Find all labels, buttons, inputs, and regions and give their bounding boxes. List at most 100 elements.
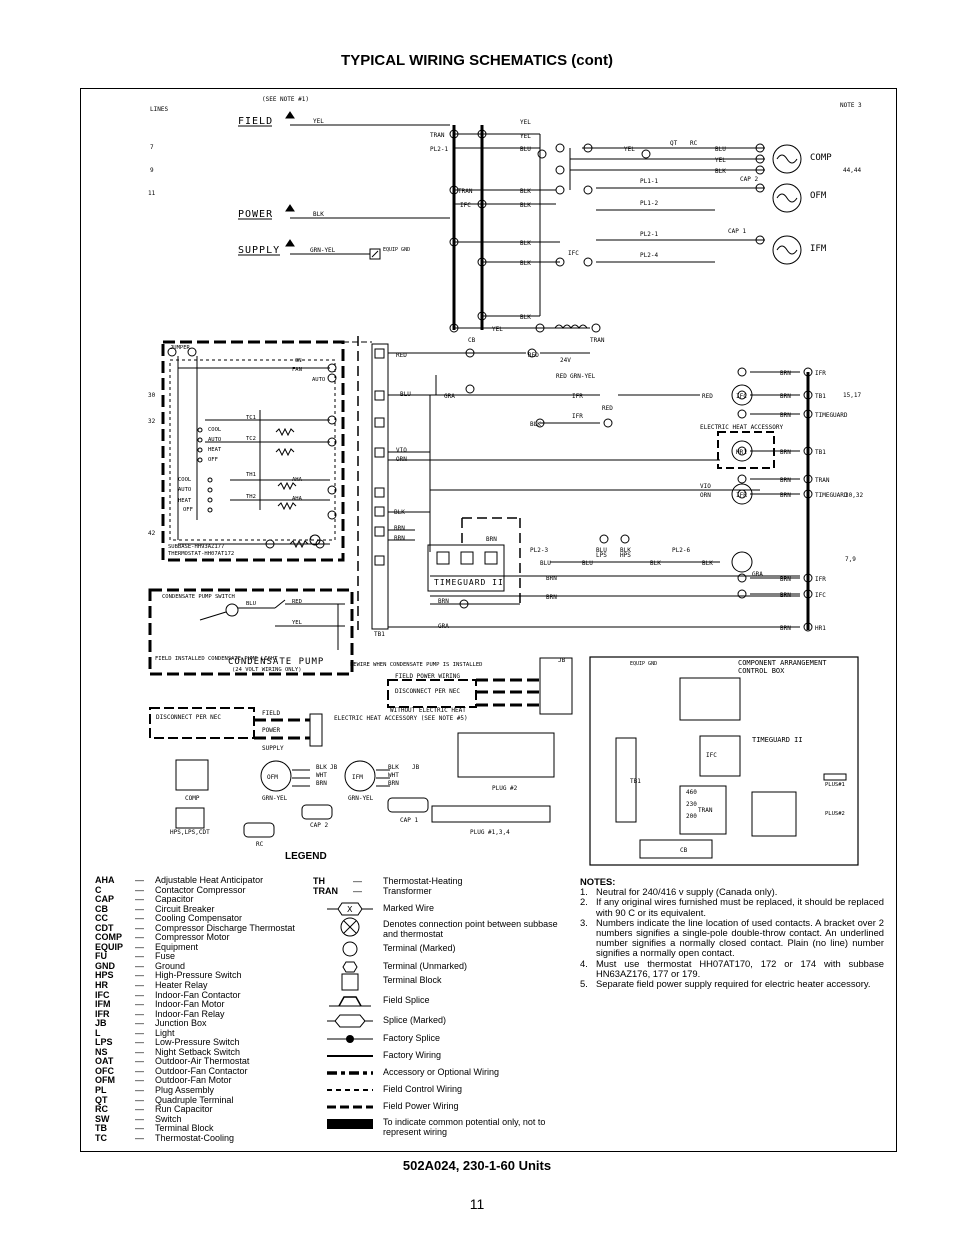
svg-text:L: L	[310, 536, 314, 542]
svg-text:(24 VOLT WIRING ONLY): (24 VOLT WIRING ONLY)	[232, 667, 302, 673]
legend-row: CAP—Capacitor	[95, 894, 194, 905]
legend-row: RC—Run Capacitor	[95, 1104, 213, 1115]
svg-text:BRN: BRN	[394, 525, 405, 532]
svg-text:30,32: 30,32	[845, 492, 863, 499]
svg-text:BRN: BRN	[546, 594, 557, 601]
svg-text:BLK: BLK	[715, 168, 726, 175]
thermostat-internal-wiring	[167, 347, 337, 549]
svg-text:BRN: BRN	[780, 576, 791, 583]
thermostat-inner-box	[169, 359, 336, 541]
svg-text:GRN-YEL: GRN-YEL	[348, 795, 374, 802]
svg-text:BRN: BRN	[394, 535, 405, 542]
legend-row: COMP—Compressor Motor	[95, 932, 230, 943]
component-arrangement-parts	[615, 677, 847, 859]
svg-text:BLK: BLK	[650, 560, 661, 567]
svg-text:BLU: BLU	[540, 560, 551, 567]
svg-text:TRAN: TRAN	[430, 132, 445, 139]
abbreviation-list: AHA—Adjustable Heat Anticipator C—Contac…	[95, 875, 295, 1143]
svg-text:7,9: 7,9	[845, 556, 856, 563]
legend-row: TB—Terminal Block	[95, 1123, 214, 1134]
legend-row: TH—Thermostat-Heating	[313, 876, 463, 886]
legend-row: LPS—Low-Pressure Switch	[95, 1037, 240, 1048]
svg-text:GRN-YEL: GRN-YEL	[570, 373, 596, 380]
condensate-pump-wiring	[199, 599, 345, 650]
top-wiring	[454, 133, 765, 329]
svg-text:JB: JB	[558, 657, 566, 664]
svg-text:BLK: BLK	[520, 188, 531, 195]
ifc-ifr-relays	[731, 384, 753, 573]
svg-text:JUMPER: JUMPER	[170, 345, 191, 351]
accessory-wiring-icon	[327, 1071, 373, 1075]
svg-text:FAN: FAN	[292, 367, 302, 373]
field-label-small: FIELD	[262, 710, 280, 717]
line-number-42: 42	[148, 530, 156, 537]
svg-text:TH1: TH1	[246, 472, 256, 478]
legend-symbol-row: Factory Splice	[325, 1033, 555, 1051]
svg-text:BLK: BLK	[316, 764, 327, 771]
svg-text:BLU: BLU	[400, 391, 411, 398]
hps-lps-box	[175, 807, 205, 829]
svg-text:BLU: BLU	[582, 560, 593, 567]
svg-text:YEL: YEL	[292, 620, 303, 626]
svg-text:CONTROL BOX: CONTROL BOX	[738, 667, 785, 675]
svg-text:ELECTRIC HEAT ACCESSORY: ELECTRIC HEAT ACCESSORY	[700, 424, 783, 431]
svg-text:EQUIP GND: EQUIP GND	[383, 247, 410, 253]
svg-text:RED: RED	[702, 393, 713, 400]
svg-text:PL2-6: PL2-6	[672, 547, 690, 554]
svg-text:TH2: TH2	[246, 494, 256, 500]
terminal-unmarked-icon	[342, 961, 358, 973]
svg-text:BRN: BRN	[316, 780, 327, 787]
legend-row: SW—Switch	[95, 1113, 182, 1124]
component-arrangement-box	[589, 656, 859, 866]
note-item: 4.Must use thermostat HH07AT170, 172 or …	[580, 957, 884, 979]
svg-text:CAP 1: CAP 1	[728, 228, 746, 235]
svg-text:GRN-YEL: GRN-YEL	[310, 247, 336, 254]
svg-text:460: 460	[686, 789, 697, 796]
svg-text:HPS,LPS,CDT: HPS,LPS,CDT	[170, 829, 210, 836]
cap1-capacitor	[387, 797, 429, 813]
field-power-wiring-icon	[327, 1105, 373, 1109]
power-label-small: POWER	[262, 727, 280, 734]
svg-text:X: X	[347, 905, 353, 914]
svg-text:BRN: BRN	[438, 598, 449, 605]
legend-symbol-row: Factory Wiring	[325, 1050, 555, 1068]
svg-text:GRA: GRA	[444, 393, 455, 400]
legend-row: L—Light	[95, 1027, 175, 1038]
common-potential-icon	[327, 1119, 373, 1129]
svg-text:TIMEGUARD: TIMEGUARD	[815, 412, 848, 419]
svg-text:PLUG #1,3,4: PLUG #1,3,4	[470, 829, 510, 836]
svg-text:24V: 24V	[560, 357, 571, 364]
svg-text:PL1-2: PL1-2	[640, 200, 658, 207]
svg-text:WITHOUT ELECTRIC HEAT: WITHOUT ELECTRIC HEAT	[390, 707, 466, 714]
legend-row: C—Contactor Compressor	[95, 884, 246, 895]
svg-text:BRN: BRN	[780, 625, 791, 632]
ifm-lower	[344, 760, 390, 792]
svg-text:IFC: IFC	[706, 752, 717, 759]
svg-text:BRN: BRN	[780, 393, 791, 400]
terminal-block-icon	[341, 973, 359, 991]
svg-text:YEL: YEL	[715, 157, 726, 164]
svg-text:SUBBASE-HH93AZ177: SUBBASE-HH93AZ177	[168, 544, 224, 550]
line-number-11: 11	[148, 190, 156, 197]
svg-text:BLU: BLU	[520, 146, 531, 153]
comp-motor-label: COMP	[810, 153, 832, 163]
svg-text:COMP: COMP	[185, 795, 200, 802]
svg-text:COOL: COOL	[208, 427, 222, 433]
field-power-terminals	[285, 111, 450, 260]
svg-text:BRN: BRN	[780, 449, 791, 456]
power-label: POWER	[238, 209, 273, 220]
legend-row: OFM—Outdoor-Fan Motor	[95, 1075, 232, 1086]
svg-text:IFR: IFR	[736, 492, 747, 499]
plug-134	[431, 805, 551, 823]
svg-text:PLUG #2: PLUG #2	[492, 785, 518, 792]
ofm-lower	[260, 760, 310, 792]
svg-text:OFF: OFF	[183, 507, 193, 513]
ifm-motor-label: IFM	[810, 244, 827, 254]
legend-row: HPS—High-Pressure Switch	[95, 970, 242, 981]
svg-text:RC: RC	[256, 841, 264, 848]
condensate-pump-box	[148, 588, 354, 676]
svg-text:IFC: IFC	[568, 250, 579, 257]
jb-area	[254, 657, 573, 747]
svg-text:IFM: IFM	[352, 774, 363, 781]
svg-text:44,44: 44,44	[843, 167, 861, 174]
